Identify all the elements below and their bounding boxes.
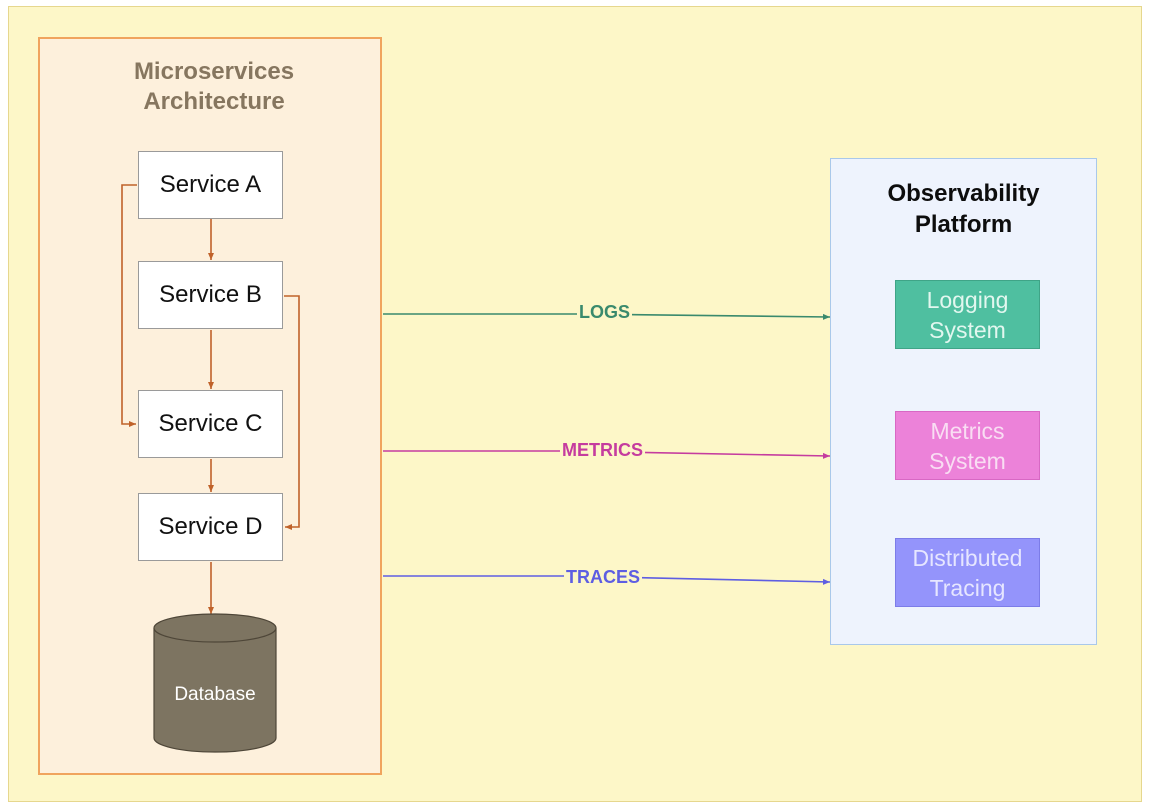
database-icon — [153, 613, 277, 753]
database-label: Database — [174, 684, 256, 705]
metrics-system-box: Metrics System — [895, 411, 1040, 480]
logging-system-box: Logging System — [895, 280, 1040, 349]
distributed-tracing-box: Distributed Tracing — [895, 538, 1040, 607]
service-b: Service B — [138, 261, 283, 329]
observability-title: Observability Platform — [830, 178, 1097, 240]
distributed-tracing-line1: Distributed — [912, 544, 1023, 571]
observability-title-line2: Platform — [914, 211, 1013, 238]
service-d: Service D — [138, 493, 283, 561]
logs-label: LOGS — [577, 302, 633, 322]
logging-system-line1: Logging — [926, 286, 1009, 313]
microservices-title-line2: Architecture — [143, 88, 285, 115]
logging-system-line2: System — [929, 316, 1006, 343]
microservices-title-line1: Microservices — [133, 58, 295, 85]
service-c: Service C — [138, 390, 283, 458]
metrics-system-line1: Metrics — [930, 417, 1005, 444]
metrics-label: METRICS — [560, 440, 645, 460]
service-a: Service A — [138, 151, 283, 219]
arrow-b-to-d — [284, 295, 300, 530]
observability-title-line1: Observability — [887, 180, 1040, 207]
arrow-a-to-c — [121, 184, 137, 427]
distributed-tracing-line2: Tracing — [929, 574, 1006, 601]
metrics-system-line2: System — [929, 447, 1006, 474]
microservices-title: Microservices Architecture — [38, 57, 390, 117]
traces-label: TRACES — [564, 567, 643, 587]
